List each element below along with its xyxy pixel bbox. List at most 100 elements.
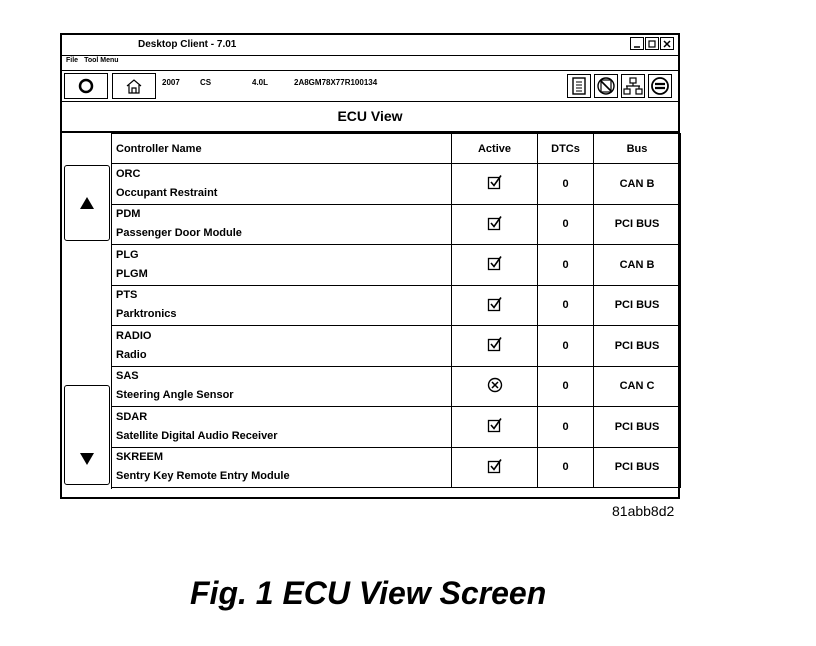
controller-code: PTS (116, 289, 138, 302)
checkbox-checked-icon (487, 337, 502, 352)
checkbox-checked-icon (487, 215, 502, 230)
minimize-icon (634, 45, 640, 48)
checkbox-checked-icon (487, 256, 502, 271)
active-cell (451, 325, 538, 367)
menu-bar: File Tool Menu (62, 57, 119, 69)
controller-code: RADIO (116, 329, 152, 342)
active-cell (451, 244, 538, 286)
figure-id: 81abb8d2 (612, 503, 675, 519)
home-icon (126, 79, 142, 94)
active-cell (451, 365, 538, 407)
controller-code: PLG (116, 248, 139, 261)
close-icon (663, 39, 671, 48)
active-cell (451, 446, 538, 488)
home-button[interactable] (112, 73, 156, 99)
bus-cell: CAN C (593, 365, 681, 407)
minimize-button[interactable] (630, 37, 644, 50)
controller-full-name: Steering Angle Sensor (116, 389, 234, 402)
scroll-up-button[interactable] (64, 165, 110, 241)
active-cell (451, 406, 538, 448)
header-dtcs[interactable]: DTCs (537, 133, 594, 164)
document-button[interactable] (567, 74, 591, 98)
dtcs-cell: 0 (537, 446, 594, 488)
controller-full-name: Occupant Restraint (116, 186, 218, 199)
maximize-button[interactable] (645, 37, 659, 50)
toolbar-right-icons (567, 74, 672, 98)
down-arrow-icon (80, 453, 94, 465)
tools-button[interactable] (648, 74, 672, 98)
back-button[interactable] (64, 73, 108, 99)
vehicle-model: CS (200, 78, 212, 87)
controller-code: SAS (116, 370, 139, 383)
controller-name-cell: ORC Occupant Restraint (111, 163, 452, 205)
toolbar: 2007 CS 4.0L 2A8GM78X77R100134 (62, 70, 678, 102)
dtcs-cell: 0 (537, 365, 594, 407)
bus-cell: PCI BUS (593, 446, 681, 488)
dtcs-cell: 0 (537, 325, 594, 367)
close-button[interactable] (660, 37, 674, 50)
controller-code: SKREEM (116, 451, 164, 464)
window-title: Desktop Client - 7.01 (138, 39, 237, 50)
bus-cell: CAN B (593, 244, 681, 286)
view-title: ECU View (62, 101, 678, 133)
vehicle-year: 2007 (162, 78, 180, 87)
document-icon (572, 77, 586, 95)
up-arrow-icon (80, 197, 94, 209)
menu-tool-menu[interactable]: Tool Menu (84, 57, 119, 64)
header-bus[interactable]: Bus (593, 133, 681, 164)
controller-full-name: Parktronics (116, 308, 177, 321)
no-connection-icon (597, 77, 615, 95)
figure-caption: Fig. 1 ECU View Screen (190, 575, 547, 611)
active-cell (451, 284, 538, 326)
inactive-x-icon (487, 377, 502, 392)
checkbox-checked-icon (487, 296, 502, 311)
controller-code: ORC (116, 167, 141, 180)
ecu-table: Controller Name Active DTCs Bus ORC Occup… (111, 133, 681, 488)
dtcs-cell: 0 (537, 203, 594, 245)
network-icon (623, 77, 643, 95)
controller-code: SDAR (116, 410, 148, 423)
table-header-row: Controller Name Active DTCs Bus (111, 133, 681, 164)
title-bar: Desktop Client - 7.01 (62, 35, 678, 56)
vehicle-engine: 4.0L (252, 78, 269, 87)
controller-name-cell: PTS Parktronics (111, 284, 452, 326)
header-controller-name[interactable]: Controller Name (111, 133, 452, 164)
nav-column (62, 133, 112, 489)
bus-cell: PCI BUS (593, 284, 681, 326)
window-controls (630, 37, 674, 50)
controller-full-name: Sentry Key Remote Entry Module (116, 470, 290, 483)
bus-cell: PCI BUS (593, 406, 681, 448)
no-connection-button[interactable] (594, 74, 618, 98)
header-active[interactable]: Active (451, 133, 538, 164)
dtcs-cell: 0 (537, 284, 594, 326)
tools-icon (651, 77, 669, 95)
checkbox-checked-icon (487, 418, 502, 433)
checkbox-checked-icon (487, 458, 502, 473)
menu-file[interactable]: File (66, 57, 79, 64)
back-icon (78, 78, 94, 94)
bus-cell: CAN B (593, 163, 681, 205)
controller-code: PDM (116, 208, 141, 221)
network-button[interactable] (621, 74, 645, 98)
maximize-icon (648, 39, 656, 48)
controller-full-name: Radio (116, 348, 147, 361)
bus-cell: PCI BUS (593, 203, 681, 245)
dtcs-cell: 0 (537, 406, 594, 448)
active-cell (451, 203, 538, 245)
scroll-down-button[interactable] (64, 385, 110, 485)
active-cell (451, 163, 538, 205)
bus-cell: PCI BUS (593, 325, 681, 367)
checkbox-checked-icon (487, 175, 502, 190)
controller-name-cell: SKREEM Sentry Key Remote Entry Module (111, 446, 452, 488)
